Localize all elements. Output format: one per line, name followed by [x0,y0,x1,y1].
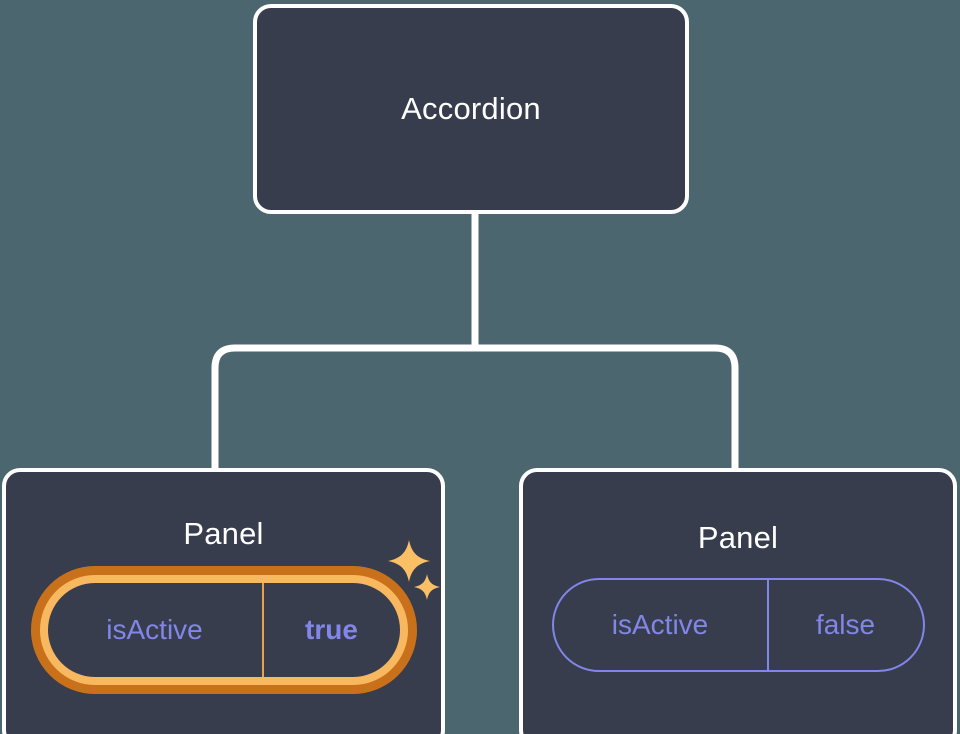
node-panel-active[interactable]: Panel isActive true [2,468,445,734]
prop-pill-active[interactable]: isActive true [30,566,417,694]
prop-pill-active-inner: isActive true [47,583,400,677]
prop-value-true: true [305,614,358,645]
node-panel-inactive-title: Panel [697,520,779,555]
node-panel-inactive[interactable]: Panel isActive false [519,468,957,734]
prop-value-false: false [815,609,876,640]
node-panel-active-title: Panel [183,516,264,551]
prop-key-isactive-false: isActive [554,580,769,670]
prop-pill-inactive[interactable]: isActive false [551,578,925,672]
prop-pill-active-wrapper: isActive true [30,566,417,694]
prop-key-isactive-true: isActive [48,583,264,677]
node-accordion[interactable]: Accordion [253,4,689,214]
node-accordion-title: Accordion [401,91,541,126]
